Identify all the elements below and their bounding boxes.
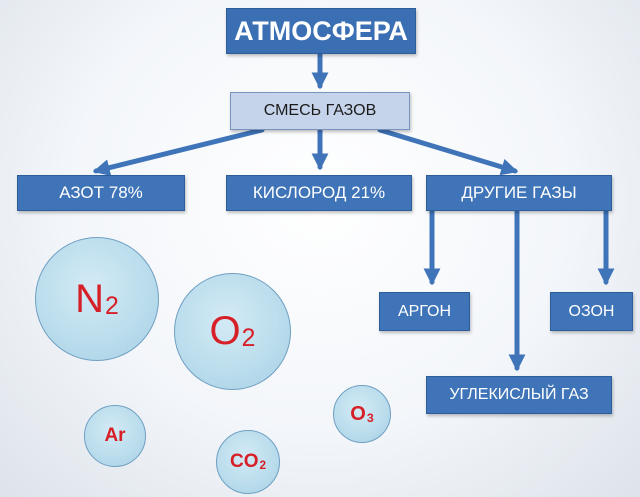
ar-molecule-circle: Ar <box>84 405 146 467</box>
argon-node: АРГОН <box>379 292 470 331</box>
atmosphere-node: АТМОСФЕРА <box>226 8 416 54</box>
o2-symbol: O <box>209 309 241 353</box>
o2-subscript: 2 <box>241 325 256 353</box>
co2-symbol: CO <box>229 451 259 472</box>
gas-mixture-node: СМЕСЬ ГАЗОВ <box>230 92 410 130</box>
nitrogen-node: АЗОТ 78% <box>17 175 185 211</box>
o3-subscript: 3 <box>366 410 374 425</box>
arrow-mixture-to-other <box>377 127 519 176</box>
co2-subscript: 2 <box>259 459 267 473</box>
ar-symbol: Ar <box>104 425 126 446</box>
arrow-mixture-to-nitrogen <box>92 127 265 176</box>
o3-symbol: O <box>350 402 366 425</box>
n2-symbol: N <box>75 276 105 321</box>
n2-subscript: 2 <box>105 292 119 320</box>
other-gases-node: ДРУГИЕ ГАЗЫ <box>426 175 612 211</box>
ozone-node: ОЗОН <box>550 292 633 331</box>
oxygen-node: КИСЛОРОД 21% <box>226 175 412 211</box>
carbon-dioxide-node: УГЛЕКИСЛЫЙ ГАЗ <box>426 376 612 414</box>
